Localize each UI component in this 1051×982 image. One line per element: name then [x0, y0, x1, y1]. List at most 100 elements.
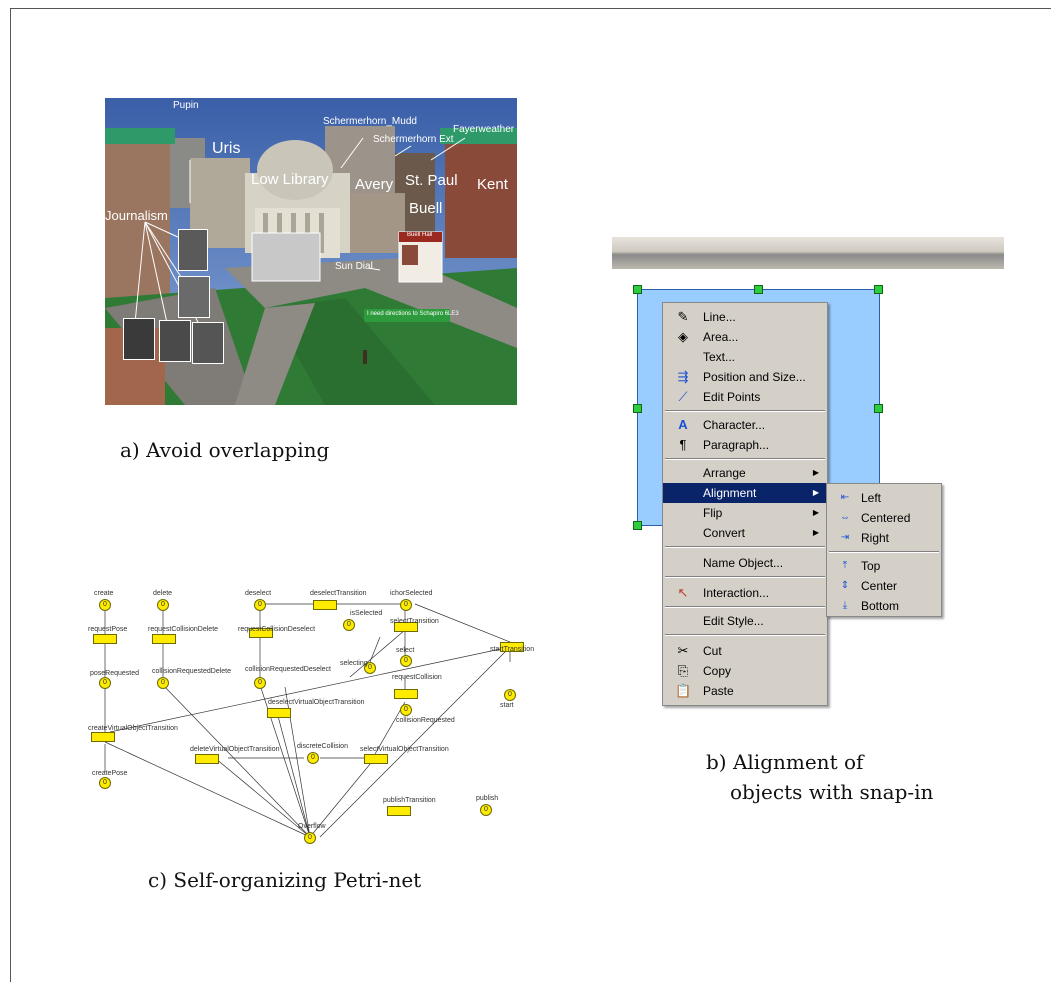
node-label: deleteVirtualObjectTransition [190, 746, 280, 753]
submenu-item-center[interactable]: ⇕Center [827, 576, 941, 596]
align-center-icon: ⇕ [840, 580, 850, 591]
alignment-submenu: ⇤Left ⇔Centered ⇥Right ⤒Top ⇕Center ⤓Bot… [826, 483, 942, 617]
label-uris: Uris [212, 140, 241, 157]
label-low-library: Low Library [251, 171, 329, 188]
place-is-selected[interactable]: 0 [343, 619, 355, 631]
label-journalism: Journalism [105, 208, 168, 223]
node-label: publishTransition [383, 797, 436, 804]
label-kent: Kent [477, 176, 508, 193]
place-publish[interactable]: 0 [480, 804, 492, 816]
transition-request-collision[interactable] [394, 689, 418, 699]
place-selecting[interactable]: 0 [364, 662, 376, 674]
copy-icon: ⎘ [677, 663, 689, 678]
submenu-item-centered[interactable]: ⇔Centered [827, 508, 941, 528]
menu-item-area[interactable]: ◈Area... [663, 327, 827, 347]
place-ichor-selected[interactable]: 0 [400, 599, 412, 611]
node-label: start [500, 702, 514, 709]
submenu-item-top[interactable]: ⤒Top [827, 556, 941, 576]
transition-publish[interactable] [387, 806, 411, 816]
node-label: poseRequested [90, 670, 140, 677]
node-label: deselectVirtualObjectTransition [268, 699, 365, 706]
submenu-item-right[interactable]: ⇥Right [827, 528, 941, 548]
place-delete[interactable]: 0 [157, 599, 169, 611]
place-collision-requested-deselect[interactable]: 0 [254, 677, 266, 689]
menu-separator [665, 576, 825, 578]
page-border-top [10, 8, 1051, 9]
caption-c: c) Self-organizing Petri-net [148, 868, 422, 892]
menu-separator [829, 551, 939, 553]
label-buell-hall-card: Buell Hall [407, 232, 433, 238]
menu-item-paragraph[interactable]: ¶Paragraph... [663, 435, 827, 455]
menu-item-arrange[interactable]: Arrange▶ [663, 463, 827, 483]
person-photo [159, 320, 191, 362]
paint-bucket-icon: ◈ [678, 329, 688, 344]
menu-item-interaction[interactable]: ↖Interaction... [663, 583, 827, 603]
resize-handle[interactable] [633, 521, 642, 530]
place-start[interactable]: 0 [504, 689, 516, 701]
place-deselect[interactable]: 0 [254, 599, 266, 611]
align-left-icon: ⇤ [840, 492, 850, 503]
page-border-left [10, 8, 11, 982]
resize-handle[interactable] [874, 404, 883, 413]
submenu-item-left[interactable]: ⇤Left [827, 488, 941, 508]
transition-deselect-virtual[interactable] [267, 708, 291, 718]
campus-scene [105, 98, 517, 405]
menu-item-paste[interactable]: 📋Paste [675, 683, 734, 698]
menu-item-edit-style[interactable]: Edit Style... [703, 614, 764, 628]
menu-item-cut[interactable]: ✂Cut [663, 641, 827, 661]
place-overflow[interactable]: 0 [304, 832, 316, 844]
node-label: startTransition [490, 646, 535, 653]
resize-handle[interactable] [874, 285, 883, 294]
resize-handle[interactable] [633, 285, 642, 294]
speech-bubble: I need directions to Schapiro 6LE3 [367, 311, 459, 317]
place-collision-requested-delete[interactable]: 0 [157, 677, 169, 689]
interaction-icon: ↖ [677, 585, 689, 600]
menu-separator [665, 634, 825, 636]
place-select[interactable]: 0 [400, 655, 412, 667]
menu-item-position-size[interactable]: ⇶Position and Size... [663, 367, 827, 387]
transition-request-collision-delete[interactable] [152, 634, 176, 644]
menu-item-edit-points[interactable]: ⟋Edit Points [663, 387, 827, 407]
place-create[interactable]: 0 [99, 599, 111, 611]
petri-net-arcs [104, 603, 511, 838]
menu-item-text[interactable]: Text... [703, 350, 736, 364]
caption-b-line1: b) Alignment of [706, 750, 864, 774]
label-schermerhorn-mudd: Schermerhorn_Mudd [323, 116, 417, 127]
menu-item-flip[interactable]: Flip▶ [663, 503, 827, 523]
submenu-arrow-icon: ▶ [812, 528, 819, 537]
transition-select[interactable] [394, 622, 418, 632]
transition-delete-virtual[interactable] [195, 754, 219, 764]
node-label: deselectTransition [310, 590, 367, 597]
align-bottom-icon: ⤓ [842, 600, 848, 611]
transition-deselect[interactable] [313, 600, 337, 610]
label-pupin: Pupin [173, 100, 199, 111]
menu-item-alignment[interactable]: Alignment▶ [663, 483, 827, 503]
node-label: selecting [340, 660, 368, 667]
menu-item-convert[interactable]: Convert▶ [663, 523, 827, 543]
menu-item-line[interactable]: ✎Line... [663, 307, 827, 327]
transition-create-virtual[interactable] [91, 732, 115, 742]
transition-select-virtual[interactable] [364, 754, 388, 764]
menu-item-name-object[interactable]: Name Object... [703, 556, 784, 570]
node-label: publish [476, 795, 499, 802]
node-label: requestCollisionDelete [148, 626, 219, 633]
place-pose-requested[interactable]: 0 [99, 677, 111, 689]
transition-request-pose[interactable] [93, 634, 117, 644]
menu-item-copy[interactable]: ⎘Copy [663, 661, 827, 681]
resize-handle[interactable] [633, 404, 642, 413]
node-label: discreteCollision [297, 743, 348, 750]
node-label: Overflow [298, 823, 326, 830]
menu-separator [665, 546, 825, 548]
petri-net-diagram: 0 0 0 0 0 0 0 0 0 0 0 0 0 0 0 0 create d… [80, 582, 540, 844]
resize-handle[interactable] [754, 285, 763, 294]
submenu-arrow-icon: ▶ [812, 488, 819, 497]
transition-request-collision-deselect[interactable] [249, 628, 273, 638]
submenu-item-bottom[interactable]: ⤓Bottom [827, 596, 941, 616]
transition-start[interactable] [500, 642, 524, 652]
place-discrete-collision[interactable]: 0 [307, 752, 319, 764]
menu-separator [665, 458, 825, 460]
place-collision-requested[interactable]: 0 [400, 704, 412, 716]
scissors-icon: ✂ [677, 643, 689, 658]
place-create-pose[interactable]: 0 [99, 777, 111, 789]
